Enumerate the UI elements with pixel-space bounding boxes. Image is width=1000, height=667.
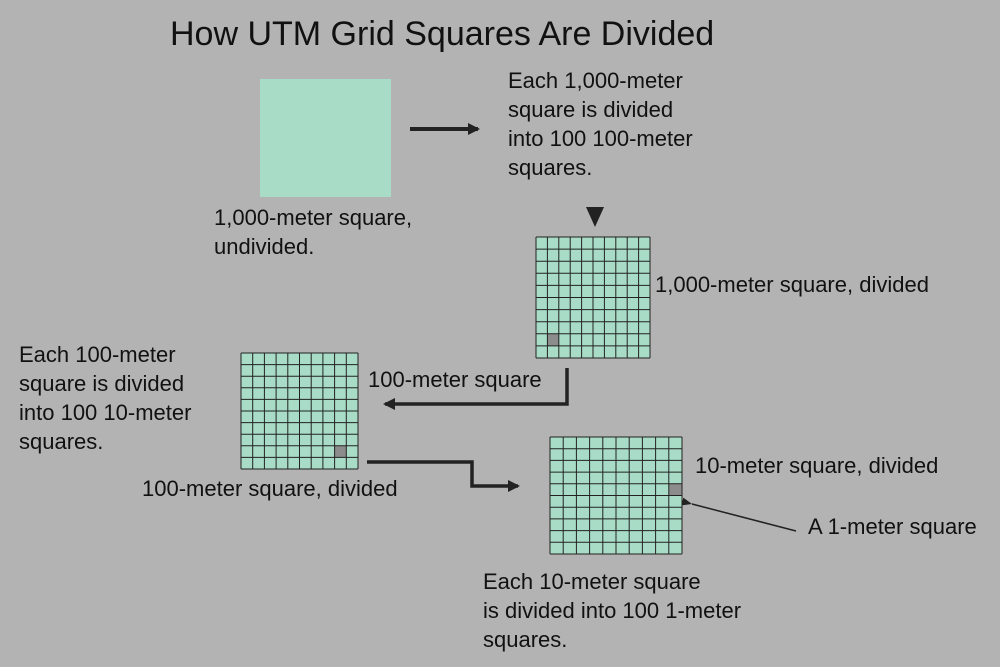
divided-1000-caption: 1,000-meter square, divided xyxy=(655,272,929,297)
divided-100-caption: 100-meter square, divided xyxy=(142,476,398,501)
diagram-title: How UTM Grid Squares Are Divided xyxy=(170,15,715,53)
one-meter-label: A 1-meter square xyxy=(808,514,977,539)
pointer-one-meter xyxy=(681,497,797,532)
undivided-square xyxy=(260,79,391,197)
divided-10-caption: 10-meter square, divided xyxy=(695,453,939,478)
arrow-elbow-left xyxy=(383,368,569,410)
grid-100m-divided xyxy=(240,352,359,470)
arrow-down-triangle xyxy=(586,207,604,227)
highlighted-cell xyxy=(334,445,347,458)
step1-note: Each 1,000-meter square is divided into … xyxy=(508,68,693,180)
hundred-meter-label: 100-meter square xyxy=(368,367,542,392)
highlighted-cell xyxy=(547,333,559,346)
step3-note: Each 10-meter square is divided into 100… xyxy=(483,569,742,652)
step2-note: Each 100-meter square is divided into 10… xyxy=(19,342,192,454)
grid-10m-divided xyxy=(549,436,683,555)
grid-1000m-divided xyxy=(535,236,651,359)
undivided-caption: 1,000-meter square, undivided. xyxy=(214,205,413,259)
highlighted-cell xyxy=(668,483,682,496)
arrow-elbow-right xyxy=(367,460,520,492)
